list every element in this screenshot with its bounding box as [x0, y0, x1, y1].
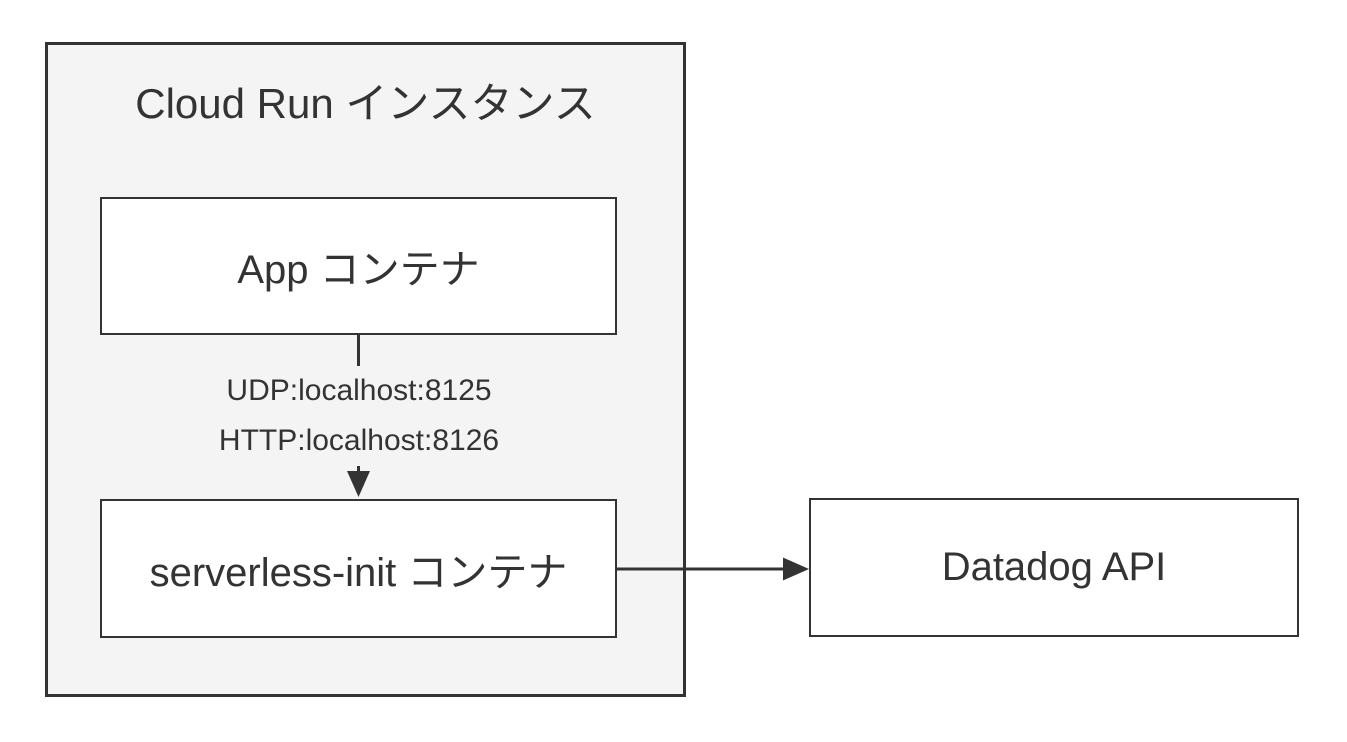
- edge-label-app-to-serverless: UDP:localhost:8125 HTTP:localhost:8126: [198, 366, 520, 466]
- cluster-title: Cloud Run インスタンス: [135, 80, 596, 127]
- edge-label-http-port: HTTP:localhost:8126: [218, 424, 500, 457]
- node-app-container-label: App コンテナ: [237, 248, 480, 292]
- node-app-container: App コンテナ: [100, 197, 617, 335]
- node-datadog-api-label: Datadog API: [941, 545, 1167, 589]
- node-datadog-api: Datadog API: [809, 498, 1299, 637]
- node-serverless-init-container-label: serverless-init コンテナ: [149, 550, 568, 595]
- node-serverless-init-container: serverless-init コンテナ: [100, 499, 617, 638]
- edge-label-udp-port: UDP:localhost:8125: [226, 374, 492, 407]
